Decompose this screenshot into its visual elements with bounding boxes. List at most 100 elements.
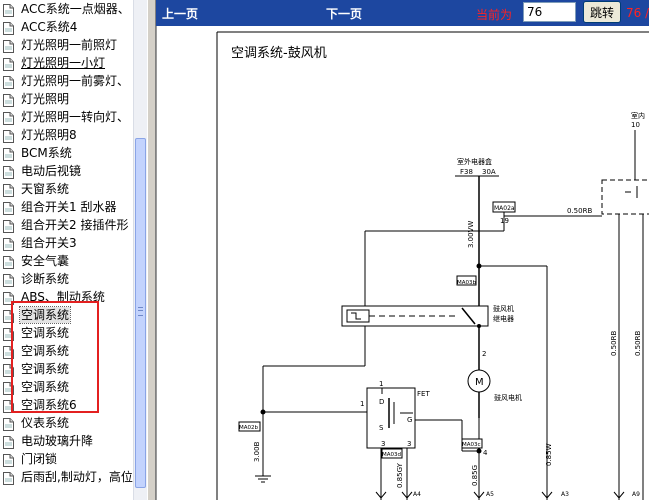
sidebar-item[interactable]: 诊断系统 <box>0 270 133 288</box>
fet-label: FET <box>417 390 430 398</box>
next-page-link[interactable]: 下一页 <box>326 7 363 21</box>
sidebar-item-label: 后雨刮,制动灯，高位 <box>21 470 133 484</box>
pin-label-1: 1 <box>379 380 383 388</box>
jump-button[interactable]: 跳转 <box>583 1 621 23</box>
wire-label-085g: 0.85G <box>471 465 479 486</box>
sidebar-item-label: 安全气囊 <box>21 254 70 268</box>
sidebar-item[interactable]: 灯光照明一前雾灯、 <box>0 72 133 90</box>
page-icon <box>3 272 14 287</box>
wire-label-050rb-v2: 0.50RB <box>634 331 642 356</box>
sidebar-item[interactable]: 空调系统 <box>0 324 133 342</box>
wiring-diagram: 空调系统-鼓风机 室外电器盒 F38 30A 3.00VW MA02a 19 0… <box>216 31 649 500</box>
wire-label-085w: 0.85W <box>545 443 553 466</box>
page-icon <box>3 452 14 467</box>
fet-pin-1: 1 <box>360 400 364 408</box>
sidebar-item[interactable]: ACC系统一点烟器、 <box>0 0 133 18</box>
wire-label-300vw: 3.00VW <box>467 221 475 248</box>
sidebar-item-label: 空调系统 <box>21 326 70 340</box>
page-icon <box>3 146 14 161</box>
page-icon <box>3 326 14 341</box>
sidebar-item-label: 仪表系统 <box>21 416 70 430</box>
sidebar-item-label: 灯光照明一小灯 <box>21 56 106 70</box>
sidebar-item-label: 空调系统 <box>21 380 70 394</box>
sidebar-item[interactable]: 空调系统 <box>0 360 133 378</box>
sidebar-item[interactable]: 灯光照明一小灯 <box>0 54 133 72</box>
sidebar-item[interactable]: 后雨刮,制动灯，高位 <box>0 468 133 486</box>
sidebar-item[interactable]: 灯光照明 <box>0 90 133 108</box>
sidebar-tree: ACC系统一点烟器、 ACC系统4 灯光照明一前照灯灯光照明一小灯灯光照明一前雾灯、… <box>0 0 147 500</box>
sidebar-item[interactable]: 门闭锁 <box>0 450 133 468</box>
sidebar-item-label: 灯光照明8 <box>21 128 77 142</box>
pane-splitter[interactable] <box>147 0 156 500</box>
sidebar-item[interactable]: 灯光照明一转向灯、 <box>0 108 133 126</box>
page-icon <box>3 56 14 71</box>
diagram-viewer: 空调系统-鼓风机 室外电器盒 F38 30A 3.00VW MA02a 19 0… <box>156 26 649 500</box>
sidebar-item[interactable]: 电动后视镜 <box>0 162 133 180</box>
page-icon <box>3 254 14 269</box>
fet-pin-3: 3 <box>381 440 385 448</box>
wire-label-050rb-v1: 0.50RB <box>610 331 618 356</box>
fuse-rating: 30A <box>482 168 496 176</box>
sidebar-item[interactable]: 空调系统 <box>0 306 133 324</box>
connector-ma03d: MA03d <box>382 452 401 458</box>
sidebar-item-label: 空调系统 <box>21 344 70 358</box>
grip-icon <box>138 307 143 316</box>
pin-label-2: 2 <box>482 350 486 358</box>
page-icon <box>3 380 14 395</box>
fet-pin-g: G <box>407 416 412 424</box>
connector-ma03c: MA03c <box>462 442 481 448</box>
sidebar-item-label: 电动后视镜 <box>21 164 82 178</box>
sidebar-item[interactable]: 空调系统6 <box>0 396 133 414</box>
page-icon <box>3 164 14 179</box>
sidebar-item[interactable]: 仪表系统 <box>0 414 133 432</box>
page-icon <box>3 290 14 305</box>
fet-pin-3b: 3 <box>407 440 411 448</box>
sidebar-item-label: ACC系统4 <box>21 20 78 34</box>
sidebar-item[interactable]: 天窗系统 <box>0 180 133 198</box>
sidebar-item[interactable]: 组合开关1 刮水器 <box>0 198 133 216</box>
fuse-box-label: 室外电器盒 <box>457 157 492 166</box>
sidebar-item[interactable]: 灯光照明8 <box>0 126 133 144</box>
sidebar-item[interactable]: ABS、制动系统 <box>0 288 133 306</box>
sidebar-item[interactable]: 组合开关2 接插件形 <box>0 216 133 234</box>
page-icon <box>3 182 14 197</box>
sidebar-item[interactable]: 电动玻璃升降 <box>0 432 133 450</box>
prev-page-link[interactable]: 上一页 <box>162 7 199 21</box>
sidebar-item[interactable]: 空调系统 <box>0 342 133 360</box>
sidebar-item-label: 组合开关2 接插件形 <box>21 218 129 232</box>
sidebar-item[interactable]: BCM系统 <box>0 144 133 162</box>
sidebar-item-label: ACC系统一点烟器、 <box>21 2 130 16</box>
sidebar-item-label: 空调系统 <box>18 306 72 324</box>
pin-label-4: 4 <box>483 449 488 457</box>
current-page-label: 当前为 <box>476 8 513 22</box>
sidebar-item-label: BCM系统 <box>21 146 72 160</box>
sidebar-item[interactable]: 空调系统 <box>0 378 133 396</box>
sidebar-item[interactable]: ACC系统4 <box>0 18 133 36</box>
sidebar-item-label: 灯光照明一前雾灯、 <box>21 74 130 88</box>
fet-pin-d: D <box>379 398 384 406</box>
page-icon <box>3 38 14 53</box>
page-icon <box>3 218 14 233</box>
connector-ma03b: MA03b <box>457 280 477 286</box>
relay-label-1: 鼓风机 <box>493 304 514 313</box>
sidebar-scrollbar[interactable] <box>133 0 147 500</box>
sidebar-item-label: 灯光照明一前照灯 <box>21 38 118 52</box>
connector-ma02a: MA02a <box>494 205 515 212</box>
page-icon <box>3 236 14 251</box>
page-icon <box>3 362 14 377</box>
page-number-input[interactable] <box>523 2 576 22</box>
sidebar-item[interactable]: 灯光照明一前照灯 <box>0 36 133 54</box>
page-icon <box>3 470 14 485</box>
sidebar-item[interactable]: 组合开关3 <box>0 234 133 252</box>
page-icon <box>3 20 14 35</box>
page-icon <box>3 434 14 449</box>
sidebar-item[interactable]: 安全气囊 <box>0 252 133 270</box>
page-icon <box>3 128 14 143</box>
sidebar-item-label: 电动玻璃升降 <box>21 434 94 448</box>
connector-a9: A9 <box>632 491 640 498</box>
sidebar-item-label: 诊断系统 <box>21 272 70 286</box>
motor-symbol: M <box>475 377 484 388</box>
connector-a3: A3 <box>561 491 569 498</box>
scrollbar-thumb[interactable] <box>135 138 146 488</box>
sidebar-item-label: ABS、制动系统 <box>21 290 105 304</box>
